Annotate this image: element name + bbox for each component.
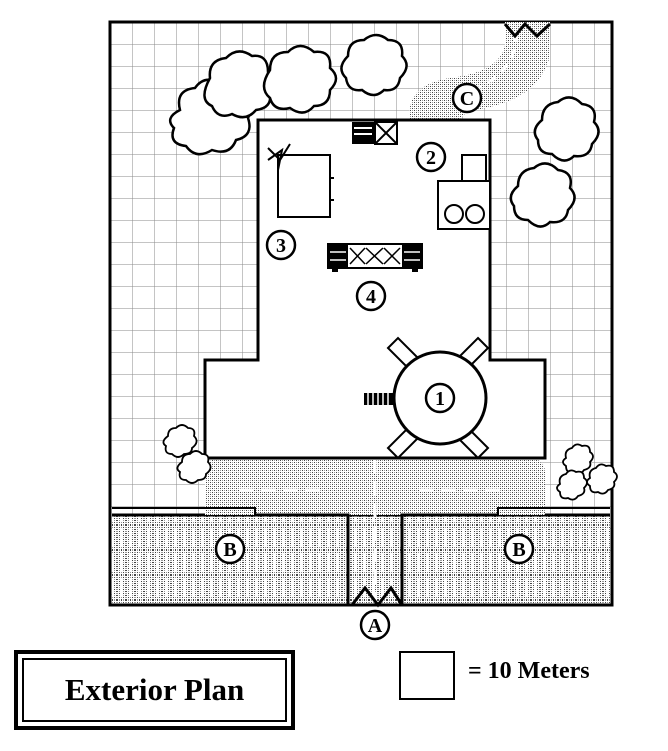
shrub <box>556 469 588 501</box>
svg-text:1: 1 <box>435 388 445 410</box>
svg-text:2: 2 <box>426 147 436 169</box>
title-box: Exterior Plan <box>14 650 295 730</box>
shrub <box>176 450 212 484</box>
main-gate-icon <box>350 585 404 608</box>
room-4-shelving <box>327 243 423 272</box>
page-title: Exterior Plan <box>64 672 245 707</box>
callout-2: 2 <box>415 141 447 173</box>
crate-icon <box>352 121 398 145</box>
svg-text:3: 3 <box>276 235 286 257</box>
tree <box>340 33 408 97</box>
callout-1: 1 <box>424 382 456 414</box>
svg-text:A: A <box>368 615 383 637</box>
scale-legend-label: = 10 Meters <box>468 658 590 684</box>
parking-lot <box>112 513 610 603</box>
callout-b-left: B <box>214 533 246 565</box>
tree <box>509 162 576 228</box>
trees <box>168 33 600 228</box>
shrub <box>586 463 618 495</box>
shrub <box>562 443 594 475</box>
tree <box>262 44 338 114</box>
callout-b-right: B <box>503 533 535 565</box>
room-2-equipment <box>437 154 491 230</box>
svg-text:4: 4 <box>366 286 376 308</box>
svg-text:B: B <box>223 539 236 561</box>
callout-c: C <box>451 82 483 114</box>
room-3-equipment <box>267 143 334 218</box>
rear-gate-icon <box>503 21 552 39</box>
tree <box>533 96 600 162</box>
entrance-driveway <box>112 507 610 605</box>
paved-apron <box>205 452 545 600</box>
scale-legend-square <box>399 651 455 700</box>
shrub <box>162 424 198 458</box>
callout-a: A <box>359 609 391 641</box>
rear-path <box>409 22 550 120</box>
svg-text:C: C <box>460 88 474 110</box>
shrubs <box>162 424 618 501</box>
svg-text:B: B <box>512 539 525 561</box>
callout-4: 4 <box>355 280 387 312</box>
callout-3: 3 <box>265 229 297 261</box>
